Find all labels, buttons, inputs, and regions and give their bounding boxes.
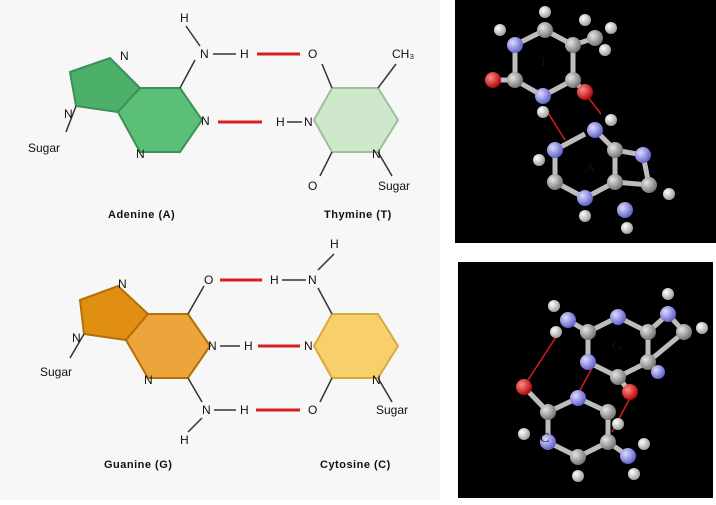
cytosine-sugar-bond [377, 377, 393, 403]
cytosine-ring-n: N [304, 339, 313, 353]
guanine-amine-n: N [202, 403, 211, 417]
adenine-ring-n2: N [64, 107, 73, 121]
thymine-co-bond [321, 63, 333, 89]
adenine-ring-n: N [120, 49, 129, 63]
cytosine-caption: Cytosine (C) [320, 459, 391, 471]
cytosine-ring [312, 313, 400, 379]
thymine-top-o: O [308, 47, 317, 61]
cytosine-nh2-bond [317, 287, 333, 315]
thymine-bond-h: H [276, 115, 285, 129]
adenine-ring-n4: N [201, 114, 210, 128]
base-pair-structures: N N N N N H H Sugar Adenine (A) O CH₃ H … [28, 11, 415, 471]
cytosine-molecule: H N H N N O Sugar Cytosine (C) [270, 237, 408, 471]
adenine-nh-bond [179, 59, 196, 89]
thymine-bottom-n: N [372, 147, 381, 161]
guanine-bond-h: H [244, 339, 253, 353]
model-label-a: A [585, 161, 596, 176]
at-model-svg: T A [485, 6, 675, 234]
at-bonds [493, 27, 652, 201]
thymine-ch3-bond [377, 63, 397, 89]
guanine-ring-n3: N [144, 373, 153, 387]
adenine-nh-top-bond [185, 25, 201, 47]
guanine-amine-h1: H [240, 403, 249, 417]
adenine-pyrimidine-ring [116, 87, 204, 153]
adenine-bond-h: H [240, 47, 249, 61]
adenine-caption: Adenine (A) [108, 209, 175, 221]
guanine-caption: Guanine (G) [104, 459, 172, 471]
gc-3d-model: G C [458, 262, 713, 498]
adenine-sugar-bond [65, 105, 77, 133]
adenine-molecule: N N N N N H H Sugar Adenine (A) [28, 11, 249, 221]
guanine-nh-h2-bond [187, 417, 203, 433]
thymine-ring-n: N [304, 115, 313, 129]
cytosine-o: O [308, 403, 317, 417]
structures-svg: N N N N N H H Sugar Adenine (A) O CH₃ H … [28, 11, 414, 471]
thymine-molecule: O CH₃ H N N O Sugar Thymine (T) [276, 47, 414, 221]
at-3d-model: T A [455, 0, 716, 243]
thymine-co2-bond [319, 151, 333, 177]
adenine-amine-n: N [200, 47, 209, 61]
adenine-ring-n3: N [136, 147, 145, 161]
adenine-amine-h: H [180, 11, 189, 25]
model-label-c: C [540, 431, 549, 446]
cytosine-sugar-label: Sugar [376, 403, 408, 417]
guanine-sugar-label: Sugar [40, 365, 72, 379]
thymine-ch3: CH₃ [392, 47, 414, 61]
guanine-pyrimidine-ring [124, 313, 212, 379]
guanine-o: O [204, 273, 213, 287]
cytosine-bond-h: H [270, 273, 279, 287]
guanine-nh2-bond [187, 377, 203, 403]
cytosine-co-bond [319, 377, 333, 403]
cytosine-amine-n: N [308, 273, 317, 287]
adenine-sugar-label: Sugar [28, 141, 60, 155]
guanine-molecule: N N N N O H N H H Sugar Guanine (G) [40, 273, 253, 471]
guanine-ring-n2: N [72, 331, 81, 345]
thymine-ring [312, 87, 400, 153]
cytosine-amine-h: H [330, 237, 339, 251]
thymine-sugar-bond [377, 151, 393, 177]
cytosine-nh-top-bond [317, 253, 335, 271]
guanine-ring-n4: N [208, 339, 217, 353]
model-label-t: T [539, 55, 548, 70]
thymine-sugar-label: Sugar [378, 179, 410, 193]
cytosine-bottom-n: N [372, 373, 381, 387]
guanine-ring-n1: N [118, 277, 127, 291]
model-label-g: G [612, 339, 622, 354]
gc-model-svg: G C [516, 288, 708, 482]
thymine-caption: Thymine (T) [324, 209, 392, 221]
guanine-co-bond [187, 285, 205, 315]
guanine-amine-h2: H [180, 433, 189, 447]
guanine-sugar-bond [69, 333, 85, 359]
thymine-bottom-o: O [308, 179, 317, 193]
